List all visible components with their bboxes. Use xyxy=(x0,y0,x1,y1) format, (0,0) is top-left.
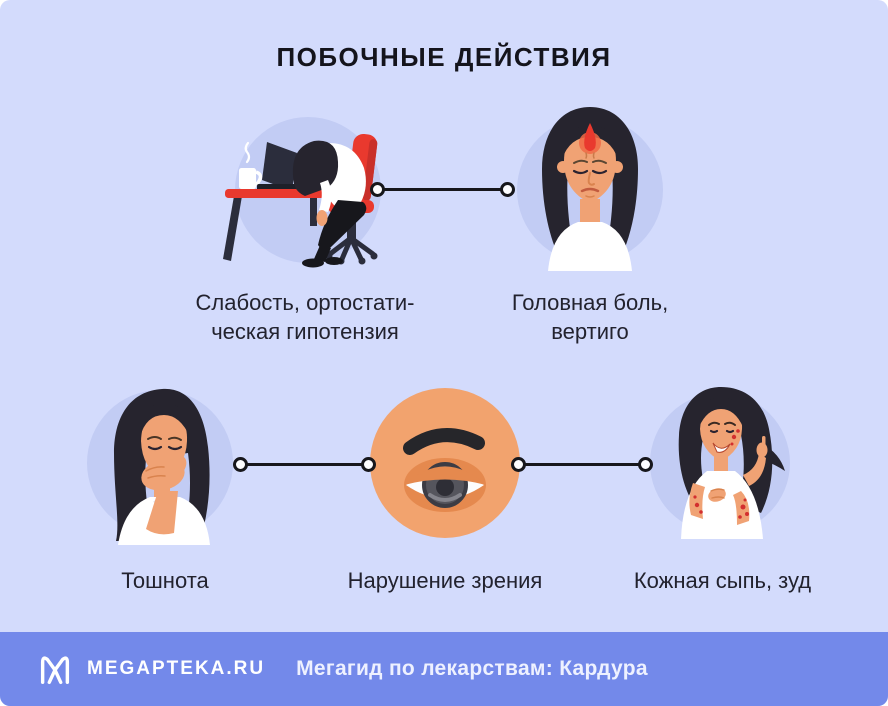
woman-skin-rash-icon xyxy=(678,387,785,539)
connector-dot xyxy=(370,182,385,197)
side-effect-label-headache: Головная боль, вертиго xyxy=(460,288,720,346)
side-effect-label-weakness: Слабость, ортостати- ческая гипотензия xyxy=(165,288,445,346)
connector-line xyxy=(241,463,369,466)
footer-bar: MEGAPTEKA.RU Мегагид по лекарствам: Кард… xyxy=(0,632,888,706)
connector-dot xyxy=(500,182,515,197)
label-line: вертиго xyxy=(551,319,629,344)
connector-dot xyxy=(361,457,376,472)
connector-dot xyxy=(233,457,248,472)
label-line: Головная боль, xyxy=(511,290,669,315)
side-effect-label-rash: Кожная сыпь, зуд xyxy=(633,568,812,593)
tired-person-at-desk-icon xyxy=(223,133,378,268)
connector-line xyxy=(378,188,508,191)
woman-nausea-icon xyxy=(114,388,210,545)
label-line: Слабость, ортостати- xyxy=(195,290,415,315)
megapteka-m-logo xyxy=(36,650,74,688)
connector-dot xyxy=(638,457,653,472)
woman-with-headache-icon xyxy=(542,107,638,271)
label-line: ческая гипотензия xyxy=(211,319,399,344)
brand-name: MEGAPTEKA.RU xyxy=(87,658,266,679)
footer-tagline: Мегагид по лекарствам: Кардура xyxy=(296,657,648,680)
side-effect-label-vision: Нарушение зрения xyxy=(347,568,543,593)
side-effect-label-nausea: Тошнота xyxy=(121,568,209,593)
megapteka-logo-icon xyxy=(40,656,70,685)
connector-line xyxy=(519,463,646,466)
page-title: ПОБОЧНЫЕ ДЕЙСТВИЯ xyxy=(276,42,612,72)
droopy-eye-icon xyxy=(403,428,486,512)
connector-dot xyxy=(511,457,526,472)
